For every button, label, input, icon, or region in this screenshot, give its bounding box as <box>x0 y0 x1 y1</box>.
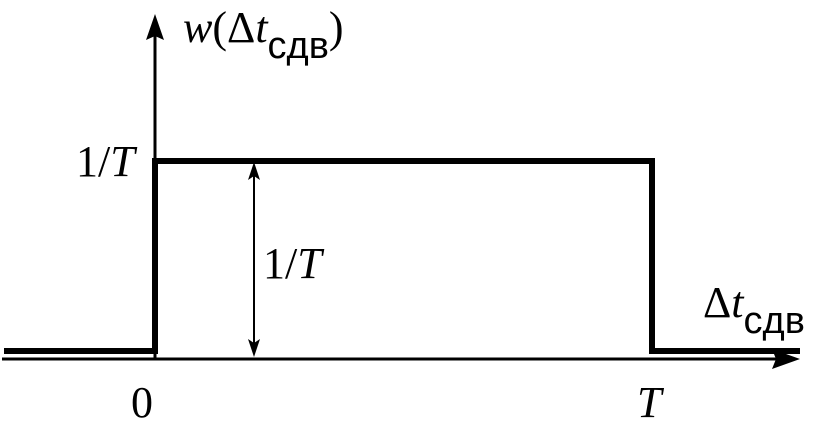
height-arrow-bottom <box>248 339 260 357</box>
height-annotation-numerator: 1/ <box>263 239 298 288</box>
y-axis-func: w <box>183 3 213 52</box>
level-tick-denominator: T <box>110 137 135 186</box>
y-axis-close-paren: ) <box>328 3 344 52</box>
y-axis-open-paren: ( <box>212 3 228 52</box>
y-axis-var: t <box>255 3 268 52</box>
y-axis-label: w(Δtсдв) <box>183 3 344 66</box>
x-axis-subscript: сдв <box>743 300 805 342</box>
height-annotation-denominator: T <box>297 239 322 288</box>
x-axis-label: Δtсдв <box>703 278 805 341</box>
height-annotation-label: 1/T <box>263 242 322 286</box>
y-axis-subscript: сдв <box>267 25 329 67</box>
y-axis-delta: Δ <box>227 3 256 52</box>
level-tick-label: 1/T <box>76 140 135 184</box>
x-tick-zero: 0 <box>131 378 153 427</box>
level-tick-numerator: 1/ <box>76 137 111 186</box>
height-arrow-top <box>248 162 260 180</box>
y-axis-arrow <box>146 14 164 40</box>
density-curve <box>4 158 800 354</box>
x-axis-var: t <box>731 278 744 327</box>
x-tick-end: T <box>637 378 662 427</box>
x-axis-delta: Δ <box>703 278 732 327</box>
